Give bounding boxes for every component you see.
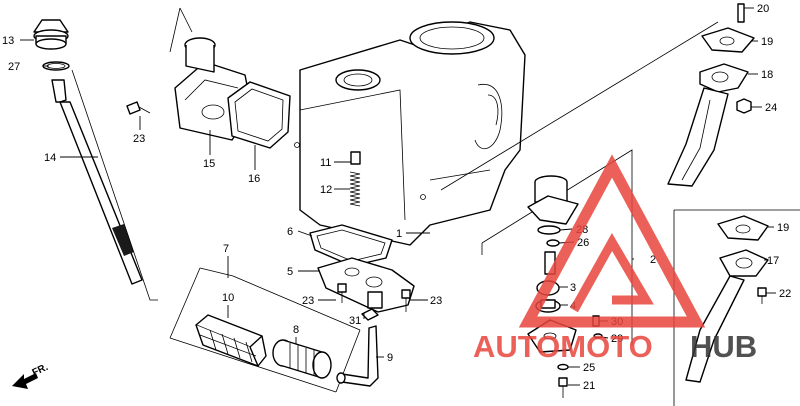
part-label: 13 — [2, 35, 14, 47]
oil-pipe-upper[interactable] — [667, 63, 749, 187]
washer[interactable] — [546, 239, 560, 247]
part-label: 10 — [222, 292, 234, 304]
part-label: 23 — [430, 295, 442, 307]
arrow-icon — [12, 373, 38, 389]
lower-frame — [673, 209, 800, 406]
flange-gasket[interactable] — [717, 215, 769, 241]
part-label: 29 — [611, 333, 623, 345]
oil-pipe[interactable] — [336, 325, 379, 387]
bolt[interactable] — [337, 283, 347, 303]
oil-screen[interactable] — [195, 314, 267, 367]
oil-pipe-lower[interactable] — [685, 249, 769, 383]
spring[interactable] — [349, 171, 361, 207]
bolt[interactable] — [558, 377, 568, 398]
leader-lines — [20, 7, 776, 386]
plug[interactable] — [350, 151, 361, 165]
part-label: 23 — [133, 133, 145, 145]
part-label: 20 — [757, 3, 769, 15]
bolt[interactable] — [126, 101, 151, 115]
washer[interactable] — [557, 363, 569, 371]
bolt[interactable] — [401, 289, 411, 312]
pump-body[interactable] — [527, 175, 579, 225]
watermark-brand-suffix: HUB — [690, 329, 757, 364]
clip[interactable] — [361, 308, 379, 321]
front-direction-indicator: FR. — [12, 362, 50, 389]
part-label: 7 — [223, 243, 229, 255]
part-label: 6 — [287, 226, 293, 238]
part-label: 2 — [650, 254, 656, 266]
part-label: 17 — [767, 255, 779, 267]
part-label: 26 — [577, 237, 589, 249]
part-label: 8 — [293, 324, 299, 336]
part-label: 23 — [302, 295, 314, 307]
part-label: 5 — [287, 266, 293, 278]
part-label: 18 — [761, 69, 773, 81]
watermark: AUTOMOTO HUB — [473, 154, 757, 364]
strainer-plate[interactable] — [317, 257, 415, 313]
part-label: 1 — [396, 228, 402, 240]
crankcase-body — [294, 21, 526, 246]
bolt[interactable] — [757, 287, 767, 304]
part-label: 22 — [779, 288, 791, 300]
nut[interactable] — [736, 98, 752, 114]
watermark-logo-icon — [518, 154, 706, 328]
part-label: 9 — [387, 352, 393, 364]
part-label: 15 — [203, 158, 215, 170]
front-label: FR. — [31, 362, 50, 379]
part-label: 19 — [761, 36, 773, 48]
part-label: 21 — [583, 380, 595, 392]
part-label: 12 — [320, 184, 332, 196]
group-frame — [169, 267, 361, 393]
watermark-brand: AUTOMOTO — [473, 329, 653, 364]
plate-gasket[interactable] — [309, 224, 393, 267]
part-label: 25 — [583, 362, 595, 374]
part-label: 27 — [8, 61, 20, 73]
group-frame — [169, 7, 193, 53]
leader-line — [440, 21, 719, 191]
part-label: 24 — [765, 102, 777, 114]
group-frame — [71, 69, 158, 301]
part-labels: 13 27 14 15 16 23 11 12 6 5 23 23 31 1 7… — [2, 3, 791, 392]
stud-bolt[interactable] — [737, 3, 745, 23]
housing-gasket[interactable] — [227, 81, 291, 149]
washer[interactable] — [593, 333, 603, 339]
oil-filter-element[interactable] — [272, 339, 332, 379]
flange-gasket[interactable] — [701, 27, 755, 53]
part-label: 11 — [320, 157, 331, 169]
part-label: 3 — [570, 282, 576, 294]
dipstick[interactable] — [51, 79, 143, 285]
part-label: 16 — [248, 173, 260, 185]
part-label: 14 — [44, 152, 56, 164]
part-label: 31 — [349, 315, 361, 327]
part-label: 19 — [777, 222, 789, 234]
o-ring[interactable] — [537, 225, 561, 235]
oil-cap[interactable] — [33, 19, 69, 50]
